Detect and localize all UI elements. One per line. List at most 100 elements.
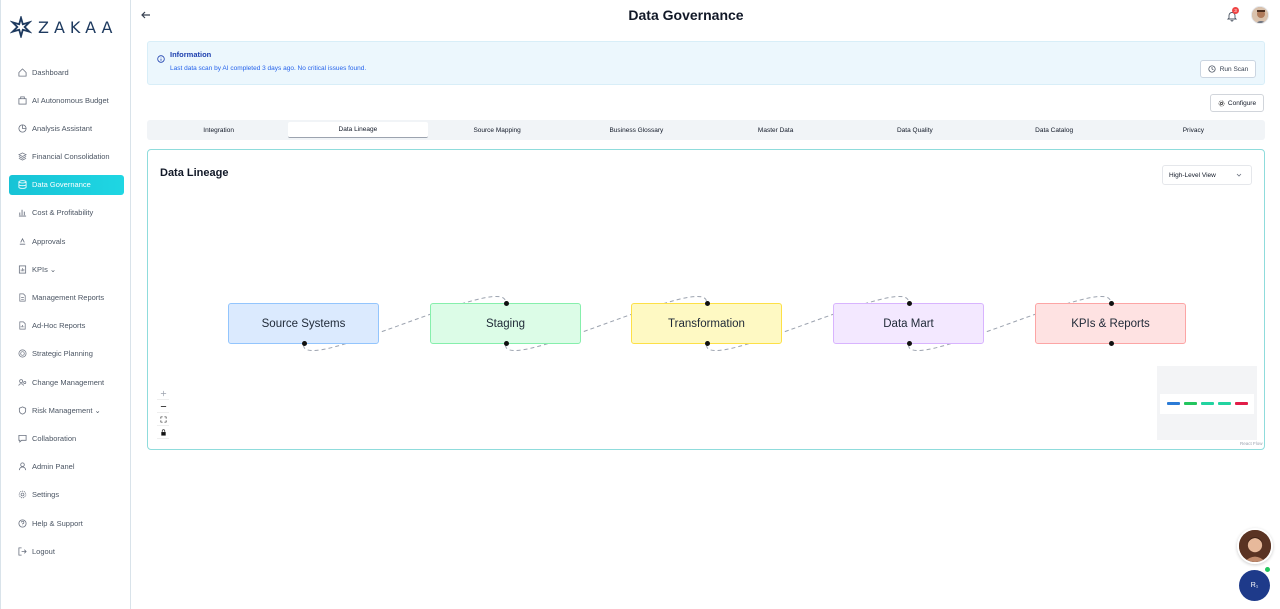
minimap-node (1184, 402, 1197, 405)
chat-icon (17, 433, 27, 443)
users-icon (17, 377, 27, 387)
run-scan-label: Run Scan (1220, 66, 1249, 73)
sidebar-item-change-management[interactable]: Change Management (9, 372, 124, 392)
document-icon (17, 293, 27, 303)
data-lineage-panel: Data Lineage High-Level View Source Syst… (147, 149, 1265, 450)
source-handle[interactable] (907, 341, 912, 346)
sidebar-item-financial-consolidation[interactable]: Financial Consolidation (9, 147, 124, 167)
help-icon (17, 518, 27, 528)
sidebar-item-label: Dashboard (32, 68, 69, 77)
sidebar-item-label: AI Autonomous Budget (32, 96, 109, 105)
sidebar-item-collaboration[interactable]: Collaboration (9, 428, 124, 448)
target-handle[interactable] (705, 301, 710, 306)
lineage-node-label: Staging (486, 318, 525, 330)
minimap-viewport (1160, 394, 1254, 414)
logout-icon (17, 546, 27, 556)
minimap-node (1201, 402, 1214, 405)
sidebar-item-label: Approvals (32, 237, 65, 246)
fit-view-button[interactable] (157, 413, 169, 426)
lineage-node-transformation[interactable]: Transformation (631, 303, 782, 344)
budget-icon (17, 95, 27, 105)
sidebar-item-settings[interactable]: Settings (9, 485, 124, 505)
lock-button[interactable] (157, 426, 169, 439)
flow-minimap[interactable] (1157, 366, 1257, 440)
sidebar-item-strategic-planning[interactable]: Strategic Planning (9, 344, 124, 364)
lineage-node-data-mart[interactable]: Data Mart (833, 303, 984, 344)
sidebar-item-risk-management[interactable]: Risk Management ⌄ (9, 400, 124, 420)
user-icon (17, 462, 27, 472)
lineage-edges (148, 150, 1264, 449)
info-title: Information (170, 50, 211, 59)
tab-data-lineage[interactable]: Data Lineage (288, 122, 427, 138)
sidebar-item-management-reports[interactable]: Management Reports (9, 288, 124, 308)
source-handle[interactable] (302, 341, 307, 346)
online-status-indicator (1264, 566, 1271, 573)
sidebar-item-analysis-assistant[interactable]: Analysis Assistant (9, 118, 124, 138)
lineage-node-source-systems[interactable]: Source Systems (228, 303, 379, 344)
minimap-node (1235, 402, 1248, 405)
tab-bar: IntegrationData LineageSource MappingBus… (147, 120, 1265, 140)
gear-icon (1218, 100, 1225, 107)
configure-label: Configure (1228, 100, 1256, 107)
sidebar-item-cost-profitability[interactable]: Cost & Profitability (9, 203, 124, 223)
lineage-node-label: Source Systems (262, 318, 346, 330)
target-handle[interactable] (1109, 301, 1114, 306)
back-arrow-icon[interactable] (140, 9, 152, 21)
tab-business-glossary[interactable]: Business Glossary (567, 122, 706, 138)
minimap-node (1167, 402, 1180, 405)
sidebar-item-approvals[interactable]: Approvals (9, 231, 124, 251)
tab-data-quality[interactable]: Data Quality (845, 122, 984, 138)
tab-source-mapping[interactable]: Source Mapping (428, 122, 567, 138)
assistant-avatar-icon (1239, 530, 1271, 562)
lineage-flow-canvas[interactable]: Source SystemsStagingTransformationData … (148, 150, 1264, 449)
run-scan-button[interactable]: Run Scan (1200, 60, 1256, 78)
minimap-node (1218, 402, 1231, 405)
lineage-node-label: Data Mart (883, 318, 934, 330)
flow-controls (157, 387, 169, 439)
sidebar-item-label: Admin Panel (32, 462, 75, 471)
zakaa-logo-icon (10, 16, 32, 38)
lineage-node-label: Transformation (668, 318, 745, 330)
tab-data-catalog[interactable]: Data Catalog (985, 122, 1124, 138)
report-icon (17, 321, 27, 331)
sidebar-item-kpis[interactable]: KPIs ⌄ (9, 259, 124, 279)
user-avatar[interactable] (1251, 6, 1269, 24)
sidebar-item-ai-autonomous-budget[interactable]: AI Autonomous Budget (9, 90, 124, 110)
sidebar-item-label: Management Reports (32, 293, 104, 302)
configure-button[interactable]: Configure (1210, 94, 1264, 112)
layers-icon (17, 152, 27, 162)
chat-button[interactable]: R₁ (1239, 570, 1270, 601)
brand-logo[interactable]: ZAKAA (10, 16, 117, 38)
source-handle[interactable] (504, 341, 509, 346)
shield-icon (17, 405, 27, 415)
lineage-node-staging[interactable]: Staging (430, 303, 581, 344)
sidebar-item-label: Cost & Profitability (32, 208, 93, 217)
lineage-node-kpis-reports[interactable]: KPIs & Reports (1035, 303, 1186, 344)
user-avatar-icon (1252, 7, 1269, 24)
analysis-icon (17, 123, 27, 133)
source-handle[interactable] (1109, 341, 1114, 346)
sidebar-item-help-support[interactable]: Help & Support (9, 513, 124, 533)
sidebar-item-admin-panel[interactable]: Admin Panel (9, 457, 124, 477)
gear-icon (17, 490, 27, 500)
target-handle[interactable] (504, 301, 509, 306)
sidebar-item-logout[interactable]: Logout (9, 541, 124, 561)
assistant-avatar[interactable] (1237, 528, 1273, 564)
sidebar-item-data-governance[interactable]: Data Governance (9, 175, 124, 195)
sidebar-item-dashboard[interactable]: Dashboard (9, 62, 124, 82)
react-flow-attribution[interactable]: React Flow (1240, 441, 1263, 446)
target-handle[interactable] (907, 301, 912, 306)
lineage-node-label: KPIs & Reports (1071, 318, 1150, 330)
tab-integration[interactable]: Integration (149, 122, 288, 138)
sidebar-item-ad-hoc-reports[interactable]: Ad-Hoc Reports (9, 316, 124, 336)
sidebar-item-label: KPIs ⌄ (32, 265, 56, 274)
sidebar-item-label: Change Management (32, 378, 104, 387)
tab-master-data[interactable]: Master Data (706, 122, 845, 138)
sidebar-item-label: Analysis Assistant (32, 124, 92, 133)
source-handle[interactable] (705, 341, 710, 346)
zoom-in-button[interactable] (157, 387, 169, 400)
sidebar-item-label: Risk Management ⌄ (32, 406, 101, 415)
zoom-out-button[interactable] (157, 400, 169, 413)
tab-privacy[interactable]: Privacy (1124, 122, 1263, 138)
